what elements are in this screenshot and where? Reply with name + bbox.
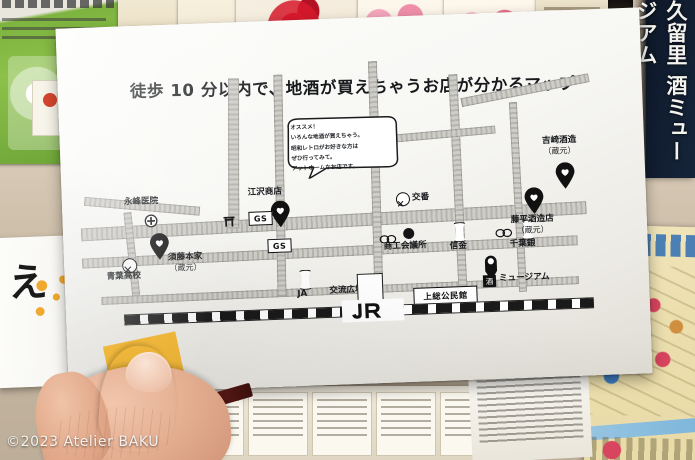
hospital-cross-icon — [144, 212, 158, 228]
poi-label-museum: ミュージアム — [498, 271, 550, 284]
tourist-map-footer — [589, 436, 695, 460]
road-vertical-4 — [448, 74, 468, 295]
poi-label-yoshizaki-sake-brewery: 吉崎酒造 （蔵元） — [541, 134, 577, 156]
poi-sub-fujihira: （蔵元） — [516, 224, 549, 235]
pamphlet-title-lines — [2, 0, 114, 8]
poi-label-ja: JA — [297, 288, 308, 300]
heart-map-pin-fujihira[interactable] — [524, 187, 545, 215]
gas-station-icon-1: GS — [248, 211, 273, 226]
heart-map-pin-yoshizaki[interactable] — [555, 162, 576, 190]
building-icon-shinkin — [451, 222, 469, 243]
bubble-text: オススメ！ いろんな地酒が買えちゃう。 昭和レトロがお好きな方は ぜひ行ってみて… — [290, 119, 396, 174]
copyright-watermark: ©2023 Atelier BAKU — [6, 434, 160, 450]
poi-name-fujihira: 藤平酒造店 — [510, 213, 554, 226]
poi-label-nagamine-clinic: 永峰医院 — [123, 196, 159, 208]
poi-sub-sudo-honke: （蔵元） — [169, 262, 202, 273]
poi-label-police-box: 交番 — [411, 192, 430, 203]
brochure-cell — [248, 392, 308, 456]
poi-label-ezawa-shoten: 江沢商店 — [247, 186, 283, 198]
heart-map-pin-sudo-honke[interactable] — [149, 233, 170, 261]
gas-station-icon-2: GS — [267, 238, 292, 254]
brochure-cell — [376, 392, 436, 456]
poi-name-yoshizaki: 吉崎酒造 — [541, 134, 577, 147]
recommendation-speech-bubble: オススメ！ いろんな地酒が買えちゃう。 昭和レトロがお好きな方は ぜひ行ってみて… — [281, 112, 403, 180]
ring-symbol-1 — [379, 228, 397, 244]
shrine-torii-icon — [222, 212, 235, 227]
poi-name-sudo-honke: 須藤本家 — [167, 251, 203, 263]
filled-dot-icon — [403, 227, 415, 240]
poi-label-aoba-high-school: 青葉高校 — [106, 270, 142, 283]
sake-kanji-badge: 酒 — [482, 274, 497, 288]
poi-label-sudo-honke: 須藤本家 （蔵元） — [167, 251, 203, 273]
poi-sub-yoshizaki: （蔵元） — [543, 145, 576, 156]
jr-logo-badge — [341, 298, 405, 323]
heart-map-pin-ezawa-shoten[interactable] — [270, 200, 291, 228]
poi-label-chiba-bank: 千葉銀 — [509, 238, 536, 250]
poi-label-fujihira-sake-shop: 藤平酒造店 （蔵元） — [510, 213, 555, 236]
brochure-cell — [312, 392, 372, 456]
sake-map-leaflet: 徒歩 10 分以内で、地酒が買えちゃうお店が分かるマップ オススメ！ いろんな地… — [55, 7, 653, 395]
road-vertical-1 — [228, 78, 240, 229]
poi-label-shinkin-bank: 信金 — [449, 240, 468, 252]
police-box-icon — [395, 191, 411, 207]
